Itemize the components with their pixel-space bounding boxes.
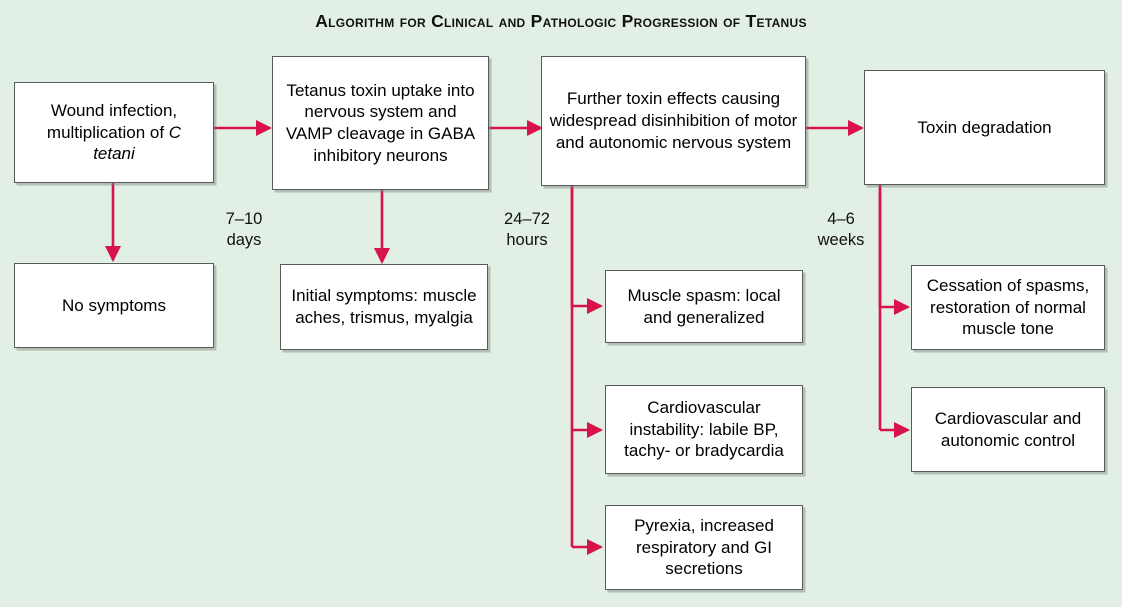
interval-label-stage1: 7–10 days [225,210,263,249]
node-pyrexia-label: Pyrexia, increased respiratory and GI se… [634,515,774,579]
page-title: Algorithm for Clinical and Pathologic Pr… [315,11,807,31]
node-muscle-spasm[interactable]: Muscle spasm: local and generalized [605,270,803,343]
arrow-further-to-spasm [570,186,604,315]
node-wound-infection[interactable]: Wound infection, multiplication of C tet… [14,82,214,183]
wound-species-genus: C [168,122,182,142]
node-muscle-spasm-label: Muscle spasm: local and generalized [627,285,781,327]
node-cardiovascular-instability[interactable]: Cardiovascular instability: labile BP, t… [605,385,803,474]
node-cardiovascular-control[interactable]: Cardiovascular and autonomic control [911,387,1105,472]
node-wound-infection-label: Wound infection, multiplication of C tet… [21,100,207,165]
node-toxin-degradation[interactable]: Toxin degradation [864,70,1105,185]
node-pyrexia[interactable]: Pyrexia, increased respiratory and GI se… [605,505,803,590]
node-cessation-of-spasms-label: Cessation of spasms, restoration of norm… [926,275,1090,339]
node-tetanus-toxin-uptake-label: Tetanus toxin uptake into nervous system… [285,80,476,165]
node-toxin-degradation-label: Toxin degradation [917,117,1052,137]
node-further-toxin-effects[interactable]: Further toxin effects causing widespread… [541,56,806,186]
node-no-symptoms[interactable]: No symptoms [14,263,214,348]
node-tetanus-toxin-uptake[interactable]: Tetanus toxin uptake into nervous system… [272,56,489,190]
interval-label-stage2: 24–72 hours [504,210,550,249]
interval-label-stage3: 4–6 weeks [817,210,865,249]
wound-line-2: multiplication of [46,122,169,142]
wound-line-1: Wound infection, [50,100,178,120]
arrow-degradation-to-cessation [878,185,911,316]
node-cardiovascular-control-label: Cardiovascular and autonomic control [934,408,1082,450]
node-cessation-of-spasms[interactable]: Cessation of spasms, restoration of norm… [911,265,1105,350]
wound-species-name: tetani [93,144,135,164]
node-no-symptoms-label: No symptoms [62,295,166,315]
node-initial-symptoms[interactable]: Initial symptoms: muscle aches, trismus,… [280,264,488,350]
node-further-toxin-effects-label: Further toxin effects causing widespread… [549,89,798,152]
node-initial-symptoms-label: Initial symptoms: muscle aches, trismus,… [291,286,477,327]
node-cardiovascular-instability-label: Cardiovascular instability: labile BP, t… [624,397,784,461]
